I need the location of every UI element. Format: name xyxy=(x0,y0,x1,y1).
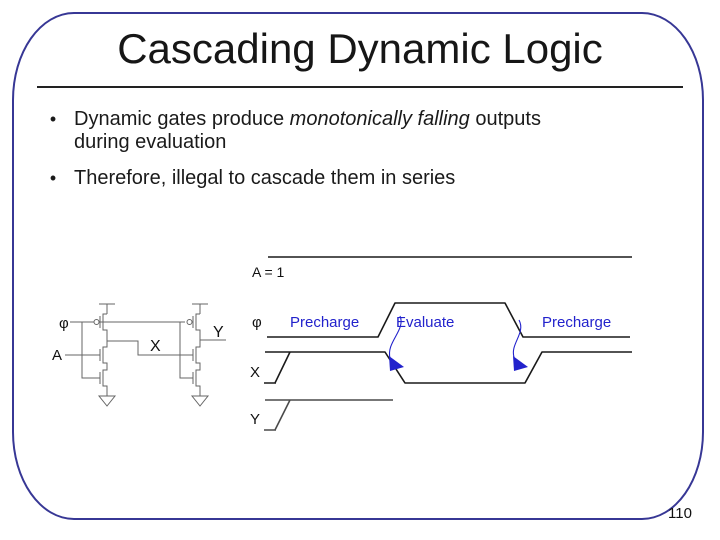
pmos-bubble-left xyxy=(93,319,100,325)
causality-arrow-2 xyxy=(512,319,528,371)
slide-border-frame xyxy=(12,12,704,520)
phi-axis-label: φ xyxy=(252,314,262,331)
timing-diagram: A = 1 φ X Y Precharge Evaluate Precharge xyxy=(250,256,632,431)
node-x-wire xyxy=(107,340,193,356)
bullet-text-pre: Dynamic gates produce xyxy=(74,108,290,130)
bullet-list: • Dynamic gates produce monotonically fa… xyxy=(46,108,606,190)
circuit-phi-label: φ xyxy=(59,315,69,332)
bullet-marker: • xyxy=(49,109,57,129)
phi-branch-left xyxy=(81,322,100,379)
a-annotation: A = 1 xyxy=(252,264,285,280)
pmos-bubble-right xyxy=(186,319,193,325)
bullet-marker: • xyxy=(49,168,57,188)
circuit-input-a-label: A xyxy=(52,347,62,364)
phase-label-evaluate: Evaluate xyxy=(396,314,454,331)
bullet-text-post: outputs during evaluation xyxy=(74,108,541,153)
left-stack-rail xyxy=(102,313,108,396)
phi-waveform xyxy=(267,302,630,338)
x-waveform xyxy=(264,351,632,384)
ground-symbol-right xyxy=(190,395,210,407)
bullet-text: Dynamic gates produce monotonically fall… xyxy=(74,108,594,154)
vdd-stub-right xyxy=(192,303,208,314)
ground-symbol-left xyxy=(97,395,117,407)
circuit-output-y-label: Y xyxy=(213,324,224,341)
y-waveform xyxy=(264,399,393,431)
title-underline xyxy=(37,86,683,88)
causality-arrow-1 xyxy=(388,315,404,371)
bullet-text: Therefore, illegal to cascade them in se… xyxy=(74,167,594,190)
bullet-item: • Therefore, illegal to cascade them in … xyxy=(46,167,606,190)
bullet-text-pre: Therefore, illegal to cascade them in se… xyxy=(74,167,456,189)
phi-branch-right xyxy=(179,322,193,379)
page-number: 110 xyxy=(668,505,692,522)
circuit-diagram: φ A X Y xyxy=(52,303,226,407)
y-axis-label: Y xyxy=(250,411,260,428)
x-axis-label: X xyxy=(250,364,260,381)
circuit-node-x-label: X xyxy=(150,338,161,355)
vdd-stub-left xyxy=(99,303,115,314)
right-stack-rail xyxy=(195,313,201,396)
bullet-text-emphasis: monotonically falling xyxy=(289,108,470,130)
phase-label-precharge-2: Precharge xyxy=(542,314,611,331)
slide-title: Cascading Dynamic Logic xyxy=(117,25,603,72)
bullet-item: • Dynamic gates produce monotonically fa… xyxy=(46,108,606,154)
phase-label-precharge-1: Precharge xyxy=(290,314,359,331)
